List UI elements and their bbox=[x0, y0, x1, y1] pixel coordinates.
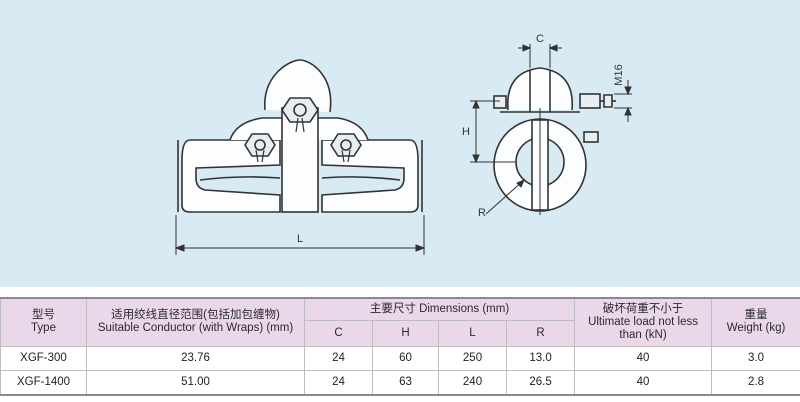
side-view bbox=[493, 67, 616, 215]
header-dim-c: C bbox=[304, 319, 373, 347]
dim-label-l: L bbox=[297, 233, 303, 245]
dim-label-r: R bbox=[478, 207, 486, 219]
cell-r: 26.5 bbox=[505, 369, 576, 396]
header-dim-h: H bbox=[372, 319, 439, 347]
cell-type: XGF-300 bbox=[0, 345, 87, 371]
cell-l: 250 bbox=[438, 345, 507, 371]
header-dim-r: R bbox=[505, 319, 576, 347]
dimension-h-lines bbox=[470, 99, 516, 164]
cell-type: XGF-1400 bbox=[0, 369, 87, 396]
dimension-l-lines bbox=[174, 215, 426, 255]
dim-label-h: H bbox=[462, 126, 470, 138]
cell-r: 13.0 bbox=[505, 345, 576, 371]
cell-l: 240 bbox=[438, 369, 507, 396]
cell-h: 60 bbox=[372, 345, 439, 371]
header-dimensions: 主要尺寸 Dimensions (mm) bbox=[303, 297, 576, 321]
cell-conductor: 23.76 bbox=[86, 345, 305, 371]
cell-c: 24 bbox=[304, 369, 373, 396]
cell-load: 40 bbox=[574, 369, 713, 396]
front-view bbox=[177, 59, 423, 213]
cell-conductor: 51.00 bbox=[86, 369, 305, 396]
drawing-panel: C M16 H R L bbox=[0, 0, 800, 287]
header-conductor: 适用绞线直径范围(包括加包缠物)Suitable Conductor (with… bbox=[86, 297, 305, 347]
dim-label-m16: M16 bbox=[613, 64, 625, 85]
dimension-m16-lines bbox=[614, 80, 632, 122]
dimension-r-lines bbox=[485, 179, 525, 215]
cell-weight: 2.8 bbox=[711, 369, 800, 396]
cell-c: 24 bbox=[304, 345, 373, 371]
clamp-technical-drawing: C M16 H R L bbox=[174, 33, 632, 255]
table-row: XGF-300 23.76 24 60 250 13.0 40 3.0 bbox=[0, 345, 800, 371]
header-dim-l: L bbox=[438, 319, 507, 347]
dimension-c-lines bbox=[518, 44, 562, 68]
dim-label-c: C bbox=[536, 33, 544, 45]
cell-weight: 3.0 bbox=[711, 345, 800, 371]
table-row: XGF-1400 51.00 24 63 240 26.5 40 2.8 bbox=[0, 369, 800, 396]
cell-load: 40 bbox=[574, 345, 713, 371]
cell-h: 63 bbox=[372, 369, 439, 396]
